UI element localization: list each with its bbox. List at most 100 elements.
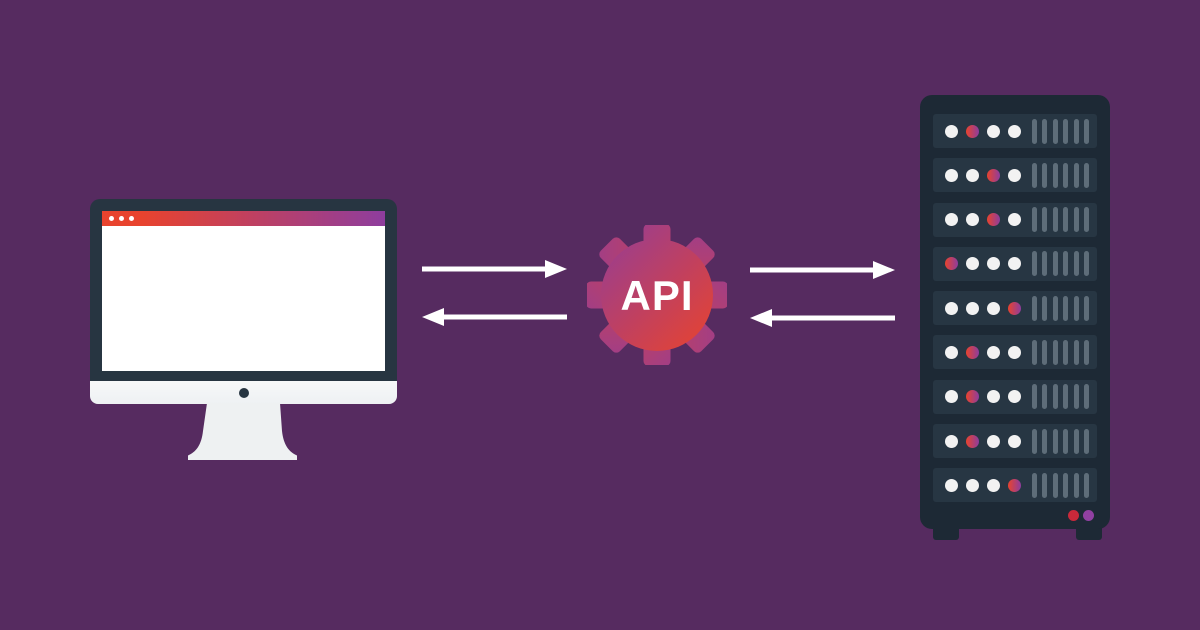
led-white	[945, 390, 958, 404]
gear-body	[601, 239, 713, 351]
vent-slot	[1073, 251, 1079, 277]
vent-slot	[1063, 339, 1068, 365]
vent-slot	[1084, 118, 1089, 144]
vent-slot	[1084, 472, 1089, 498]
arrow-api-to-client	[422, 308, 567, 326]
led-group	[945, 301, 1021, 315]
led-white	[945, 168, 958, 182]
led-white	[945, 124, 958, 138]
led-accent	[987, 168, 1000, 182]
led-white	[987, 390, 1000, 404]
vent-slot	[1052, 207, 1058, 233]
led-white	[945, 434, 958, 448]
led-accent	[966, 390, 979, 404]
led-group	[945, 257, 1021, 271]
window-dot	[109, 216, 114, 221]
api-label: API	[620, 272, 693, 319]
vent-slot	[1063, 295, 1068, 321]
vent-group	[1031, 384, 1089, 410]
vent-slot	[1063, 251, 1068, 277]
led-white	[1008, 345, 1021, 359]
browser-titlebar	[102, 211, 385, 226]
vent-slot	[1073, 118, 1079, 144]
vent-slot	[1073, 472, 1079, 498]
led-accent	[966, 434, 979, 448]
api-gear: API	[587, 225, 727, 365]
server-row	[933, 424, 1097, 459]
led-accent	[1008, 478, 1021, 492]
server-status-dots	[1068, 510, 1094, 521]
vent-slot	[1031, 207, 1037, 233]
vent-slot	[1052, 339, 1058, 365]
vent-slot	[1073, 384, 1079, 410]
monitor-chin	[90, 381, 397, 404]
vent-group	[1031, 472, 1089, 498]
led-accent	[966, 345, 979, 359]
arrows-api-server	[750, 261, 895, 327]
led-white	[1008, 168, 1021, 182]
server-row	[933, 335, 1097, 370]
vent-slot	[1052, 428, 1058, 454]
led-white	[987, 478, 1000, 492]
arrow-client-to-api	[422, 260, 567, 278]
led-white	[1008, 390, 1021, 404]
led-white	[987, 434, 1000, 448]
led-white	[966, 213, 979, 227]
led-white	[945, 301, 958, 315]
led-white	[987, 345, 1000, 359]
led-group	[945, 390, 1021, 404]
server-row	[933, 246, 1097, 281]
vent-slot	[1042, 295, 1047, 321]
led-group	[945, 434, 1021, 448]
vent-group	[1031, 118, 1089, 144]
vent-slot	[1073, 162, 1079, 188]
vent-slot	[1031, 118, 1037, 144]
arrows-client-api	[422, 260, 567, 326]
server-row	[933, 468, 1097, 503]
window-dot	[119, 216, 124, 221]
vent-slot	[1031, 295, 1037, 321]
led-white	[987, 124, 1000, 138]
vent-slot	[1084, 339, 1089, 365]
server-rows	[933, 114, 1097, 503]
led-group	[945, 168, 1021, 182]
server-rack	[920, 95, 1110, 529]
vent-slot	[1031, 251, 1037, 277]
vent-group	[1031, 428, 1089, 454]
led-white	[966, 168, 979, 182]
led-group	[945, 213, 1021, 227]
led-white	[945, 213, 958, 227]
vent-slot	[1063, 384, 1068, 410]
vent-group	[1031, 251, 1089, 277]
vent-slot	[1063, 428, 1068, 454]
vent-slot	[1063, 118, 1068, 144]
arrow-server-to-api	[750, 309, 895, 327]
monitor-screen	[102, 211, 385, 371]
led-accent	[966, 124, 979, 138]
camera-dot	[238, 387, 249, 398]
led-group	[945, 345, 1021, 359]
server-row	[933, 291, 1097, 326]
vent-slot	[1073, 295, 1079, 321]
vent-slot	[1084, 428, 1089, 454]
vent-group	[1031, 162, 1089, 188]
vent-slot	[1031, 428, 1037, 454]
led-white	[966, 257, 979, 271]
server-row	[933, 114, 1097, 148]
vent-slot	[1052, 251, 1058, 277]
vent-slot	[1042, 118, 1047, 144]
client-computer-frame	[90, 199, 397, 381]
server-foot-left	[933, 527, 959, 540]
vent-slot	[1031, 339, 1037, 365]
vent-slot	[1031, 472, 1037, 498]
vent-slot	[1042, 384, 1047, 410]
led-white	[945, 478, 958, 492]
led-white	[1008, 124, 1021, 138]
vent-slot	[1073, 207, 1079, 233]
server-row	[933, 202, 1097, 237]
vent-group	[1031, 295, 1089, 321]
vent-slot	[1063, 472, 1068, 498]
vent-slot	[1052, 472, 1058, 498]
vent-slot	[1052, 118, 1058, 144]
